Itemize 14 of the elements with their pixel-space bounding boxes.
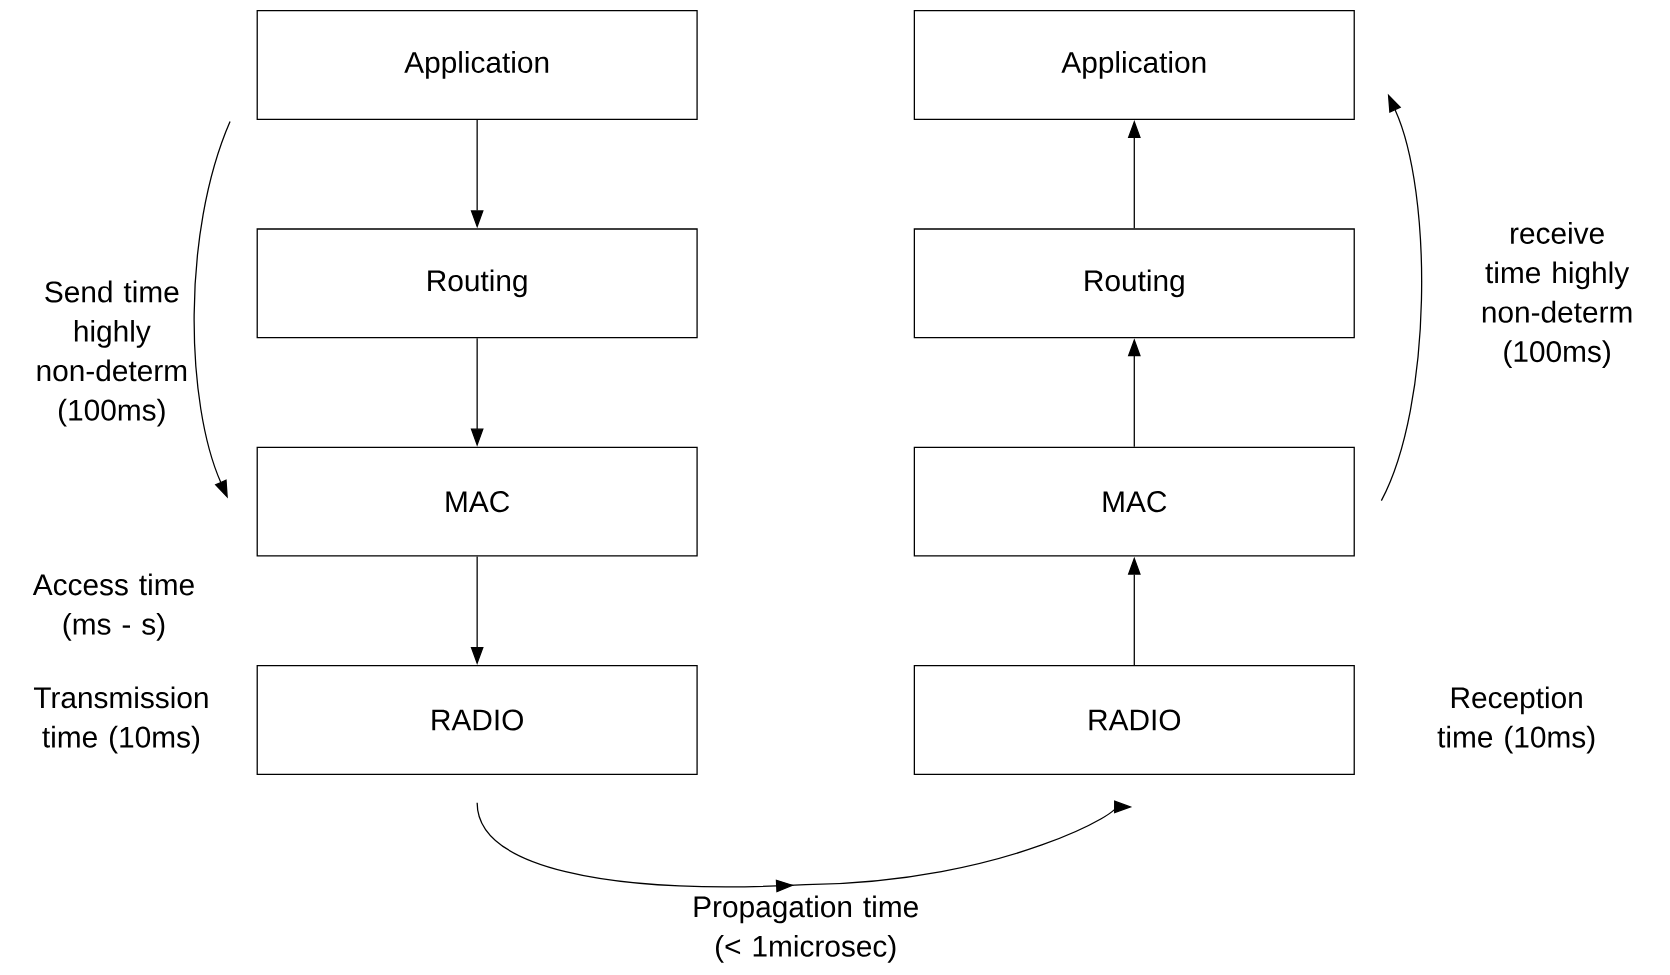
layer-box: Routing (256, 228, 698, 339)
layer-box: Routing (913, 228, 1355, 339)
time-note: Transmission time (10ms) (34, 686, 208, 754)
time-note: Send time highly non-determ (100ms) (37, 280, 187, 427)
layer-box: RADIO (256, 665, 698, 776)
layer-box: RADIO (913, 665, 1355, 776)
layer-box: Application (913, 10, 1355, 121)
time-note: Reception time (10ms) (1437, 686, 1595, 754)
time-note: Access time (ms - s) (32, 573, 194, 641)
layer-box: MAC (256, 446, 698, 557)
layer-box: MAC (913, 446, 1355, 557)
layer-box: Application (256, 10, 698, 121)
time-note: receive time highly non-determ (100ms) (1482, 222, 1632, 369)
edge-label: Propagation time (< 1microsec) (694, 895, 918, 963)
